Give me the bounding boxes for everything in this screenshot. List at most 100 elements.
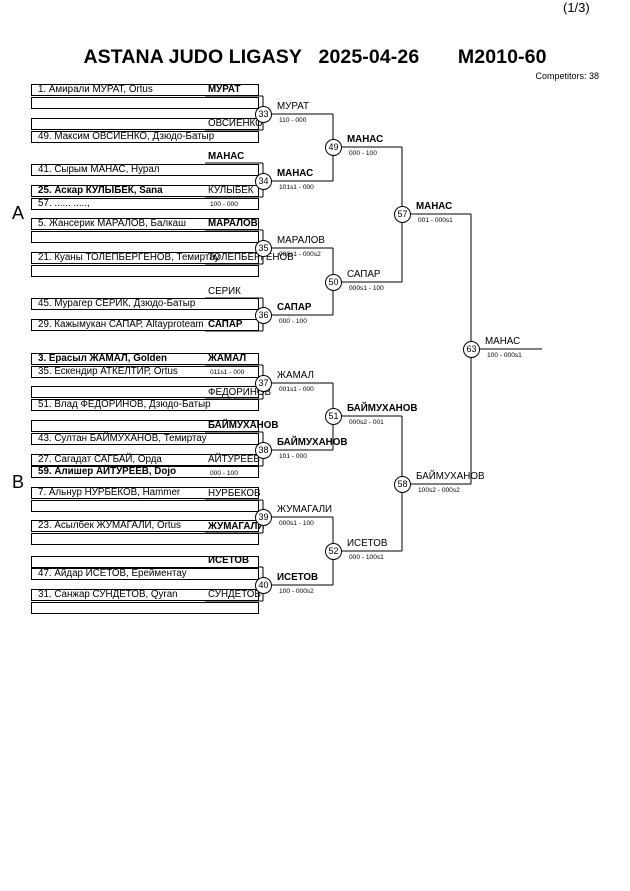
round1-competitor: КУЛЫБЕК bbox=[208, 185, 254, 196]
round1-competitor: СУНДЕТОВ bbox=[208, 589, 261, 600]
entry-slot: 3. Ерасыл ЖАМАЛ, Golden bbox=[31, 353, 259, 365]
match-winner: МУРАТ bbox=[277, 101, 310, 112]
match-number: 34 bbox=[255, 173, 272, 190]
entry-slot: 35. Ескендир АТКЕЛТИР, Ortus bbox=[31, 366, 259, 378]
match-score: 000s2 - 001 bbox=[349, 419, 384, 426]
match-winner: МАНАС bbox=[277, 168, 314, 179]
match-number: 37 bbox=[255, 375, 272, 392]
entry-slot: 25. Аскар КУЛЫБЕК, Sana bbox=[31, 185, 259, 197]
entry-slot: 27. Сагадат САГБАЙ, Орда bbox=[31, 454, 259, 466]
round1-competitor: НУРБЕКОВ bbox=[208, 488, 261, 499]
entry-name: 59. Алишер АЙТУРЕЕВ, Dojo bbox=[38, 466, 177, 477]
match-score: 000s1 - 100 bbox=[279, 520, 314, 527]
entry-slot bbox=[31, 602, 259, 614]
round1-score: 011s1 - 000 bbox=[210, 369, 245, 376]
match-winner: ИСЕТОВ bbox=[277, 572, 319, 583]
entry-name: 45. Мурагер СЕРИК, Дзюдо-Батыр bbox=[38, 298, 196, 309]
match-score: 101 - 000 bbox=[279, 453, 307, 460]
round1-competitor: ОВСИЕНКО bbox=[208, 118, 263, 129]
event-date: 2025-04-26 bbox=[318, 46, 420, 68]
entry-slot: 59. Алишер АЙТУРЕЕВ, Dojo bbox=[31, 466, 259, 478]
match-winner: МАНАС bbox=[416, 201, 453, 212]
entry-slot: 23. Асылбек ЖУМАГАЛИ, Ortus bbox=[31, 520, 259, 532]
entry-name: 27. Сагадат САГБАЙ, Орда bbox=[38, 454, 162, 465]
match-number: 52 bbox=[325, 543, 342, 560]
entry-name: 41. Сырым МАНАС, Нурал bbox=[38, 164, 160, 175]
entry-name: 7. Альнур НУРБЕКОВ, Hammer bbox=[38, 487, 181, 498]
weight-category: M2010-60 bbox=[457, 46, 547, 68]
entry-slot: 1. Амирали МУРАТ, Ortus bbox=[31, 84, 259, 96]
entry-slot: 43. Султан БАЙМУХАНОВ, Темиртау bbox=[31, 433, 259, 445]
entry-slot: 57. ...... ....., bbox=[31, 198, 259, 210]
match-winner: БАЙМУХАНОВ bbox=[416, 471, 485, 482]
match-number: 63 bbox=[463, 341, 480, 358]
pool-b-label: B bbox=[12, 472, 25, 492]
match-score: 001s1 - 000 bbox=[279, 386, 314, 393]
entry-name: 29. Кажымукан САПАР, Altayproteam bbox=[38, 319, 204, 330]
entry-slot: 21. Куаны ТОЛЕПБЕРГЕНОВ, Темиртау bbox=[31, 252, 259, 264]
entry-slot bbox=[31, 265, 259, 277]
entry-slot bbox=[31, 556, 259, 568]
match-number: 49 bbox=[325, 139, 342, 156]
round1-competitor: МАРАЛОВ bbox=[208, 218, 258, 229]
round1-competitor: ФЕДОРИНОВ bbox=[208, 387, 272, 398]
entry-name: 35. Ескендир АТКЕЛТИР, Ortus bbox=[38, 366, 178, 377]
round1-competitor: БАЙМУХАНОВ bbox=[208, 420, 279, 431]
match-score: 000s1 - 100 bbox=[349, 285, 384, 292]
round1-competitor: МАНАС bbox=[208, 151, 245, 162]
entry-name: 5. Жансерик МАРАЛОВ, Балкаш bbox=[38, 218, 186, 229]
match-number: 35 bbox=[255, 240, 272, 257]
entry-name: 25. Аскар КУЛЫБЕК, Sana bbox=[38, 185, 163, 196]
entry-slot bbox=[31, 500, 259, 512]
event-name: ASTANA JUDO LIGASY bbox=[83, 46, 302, 68]
entry-name: 21. Куаны ТОЛЕПБЕРГЕНОВ, Темиртау bbox=[38, 252, 220, 263]
match-winner: БАЙМУХАНОВ bbox=[347, 403, 418, 414]
entry-name: 31. Санжар СУНДЕТОВ, Qyran bbox=[38, 589, 178, 600]
match-number: 50 bbox=[325, 274, 342, 291]
round1-competitor: ЖУМАГАЛИ bbox=[208, 521, 265, 532]
round1-competitor: САПАР bbox=[208, 319, 243, 330]
match-number: 38 bbox=[255, 442, 272, 459]
match-score: 110 - 000 bbox=[279, 117, 307, 124]
round1-competitor: ЖАМАЛ bbox=[208, 353, 247, 364]
entry-slot: 51. Влад ФЕДОРИНОВ, Дзюдо-Батыр bbox=[31, 399, 259, 411]
entry-slot bbox=[31, 97, 259, 109]
entry-slot: 45. Мурагер СЕРИК, Дзюдо-Батыр bbox=[31, 298, 259, 310]
round1-score: 100 - 000 bbox=[210, 201, 238, 208]
round1-competitor: МУРАТ bbox=[208, 84, 241, 95]
entry-slot: 41. Сырым МАНАС, Нурал bbox=[31, 164, 259, 176]
match-winner: ИСЕТОВ bbox=[347, 538, 388, 549]
entry-slot bbox=[31, 420, 259, 432]
match-score: 100 - 000s2 bbox=[279, 588, 314, 595]
competitors-count: Competitors: 38 bbox=[535, 71, 599, 81]
entry-slot: 29. Кажымукан САПАР, Altayproteam bbox=[31, 319, 259, 331]
match-score: 000s1 - 000s2 bbox=[279, 251, 321, 258]
round1-competitor: ИСЕТОВ bbox=[208, 555, 250, 566]
match-winner: ЖУМАГАЛИ bbox=[277, 504, 333, 515]
entry-slot bbox=[31, 118, 259, 130]
entry-name: 43. Султан БАЙМУХАНОВ, Темиртау bbox=[38, 433, 207, 444]
match-winner: МАРАЛОВ bbox=[277, 235, 325, 246]
match-score: 000 - 100 bbox=[349, 150, 377, 157]
entry-name: 1. Амирали МУРАТ, Ortus bbox=[38, 84, 153, 95]
match-winner: ЖАМАЛ bbox=[277, 370, 314, 381]
match-score: 000 - 100 bbox=[279, 318, 307, 325]
match-winner: САПАР bbox=[347, 269, 381, 280]
entry-slot bbox=[31, 386, 259, 398]
round1-competitor: СЕРИК bbox=[208, 286, 241, 297]
round1-score: 000 - 100 bbox=[210, 470, 238, 477]
page-title: ASTANA JUDO LIGASY 2025-04-26 M2010-60 bbox=[0, 46, 630, 69]
match-number: 51 bbox=[325, 408, 342, 425]
match-score: 100s2 - 000s2 bbox=[418, 487, 460, 494]
match-winner: БАЙМУХАНОВ bbox=[277, 437, 348, 448]
entry-slot bbox=[31, 231, 259, 243]
entry-name: 51. Влад ФЕДОРИНОВ, Дзюдо-Батыр bbox=[38, 399, 211, 410]
match-winner: МАНАС bbox=[485, 336, 521, 347]
match-winner: МАНАС bbox=[347, 134, 384, 145]
entry-name: 23. Асылбек ЖУМАГАЛИ, Ortus bbox=[38, 520, 181, 531]
match-number: 36 bbox=[255, 307, 272, 324]
entry-name: 3. Ерасыл ЖАМАЛ, Golden bbox=[38, 353, 167, 364]
match-number: 57 bbox=[394, 206, 411, 223]
match-winner: САПАР bbox=[277, 302, 312, 313]
match-score: 001 - 000s1 bbox=[418, 217, 453, 224]
